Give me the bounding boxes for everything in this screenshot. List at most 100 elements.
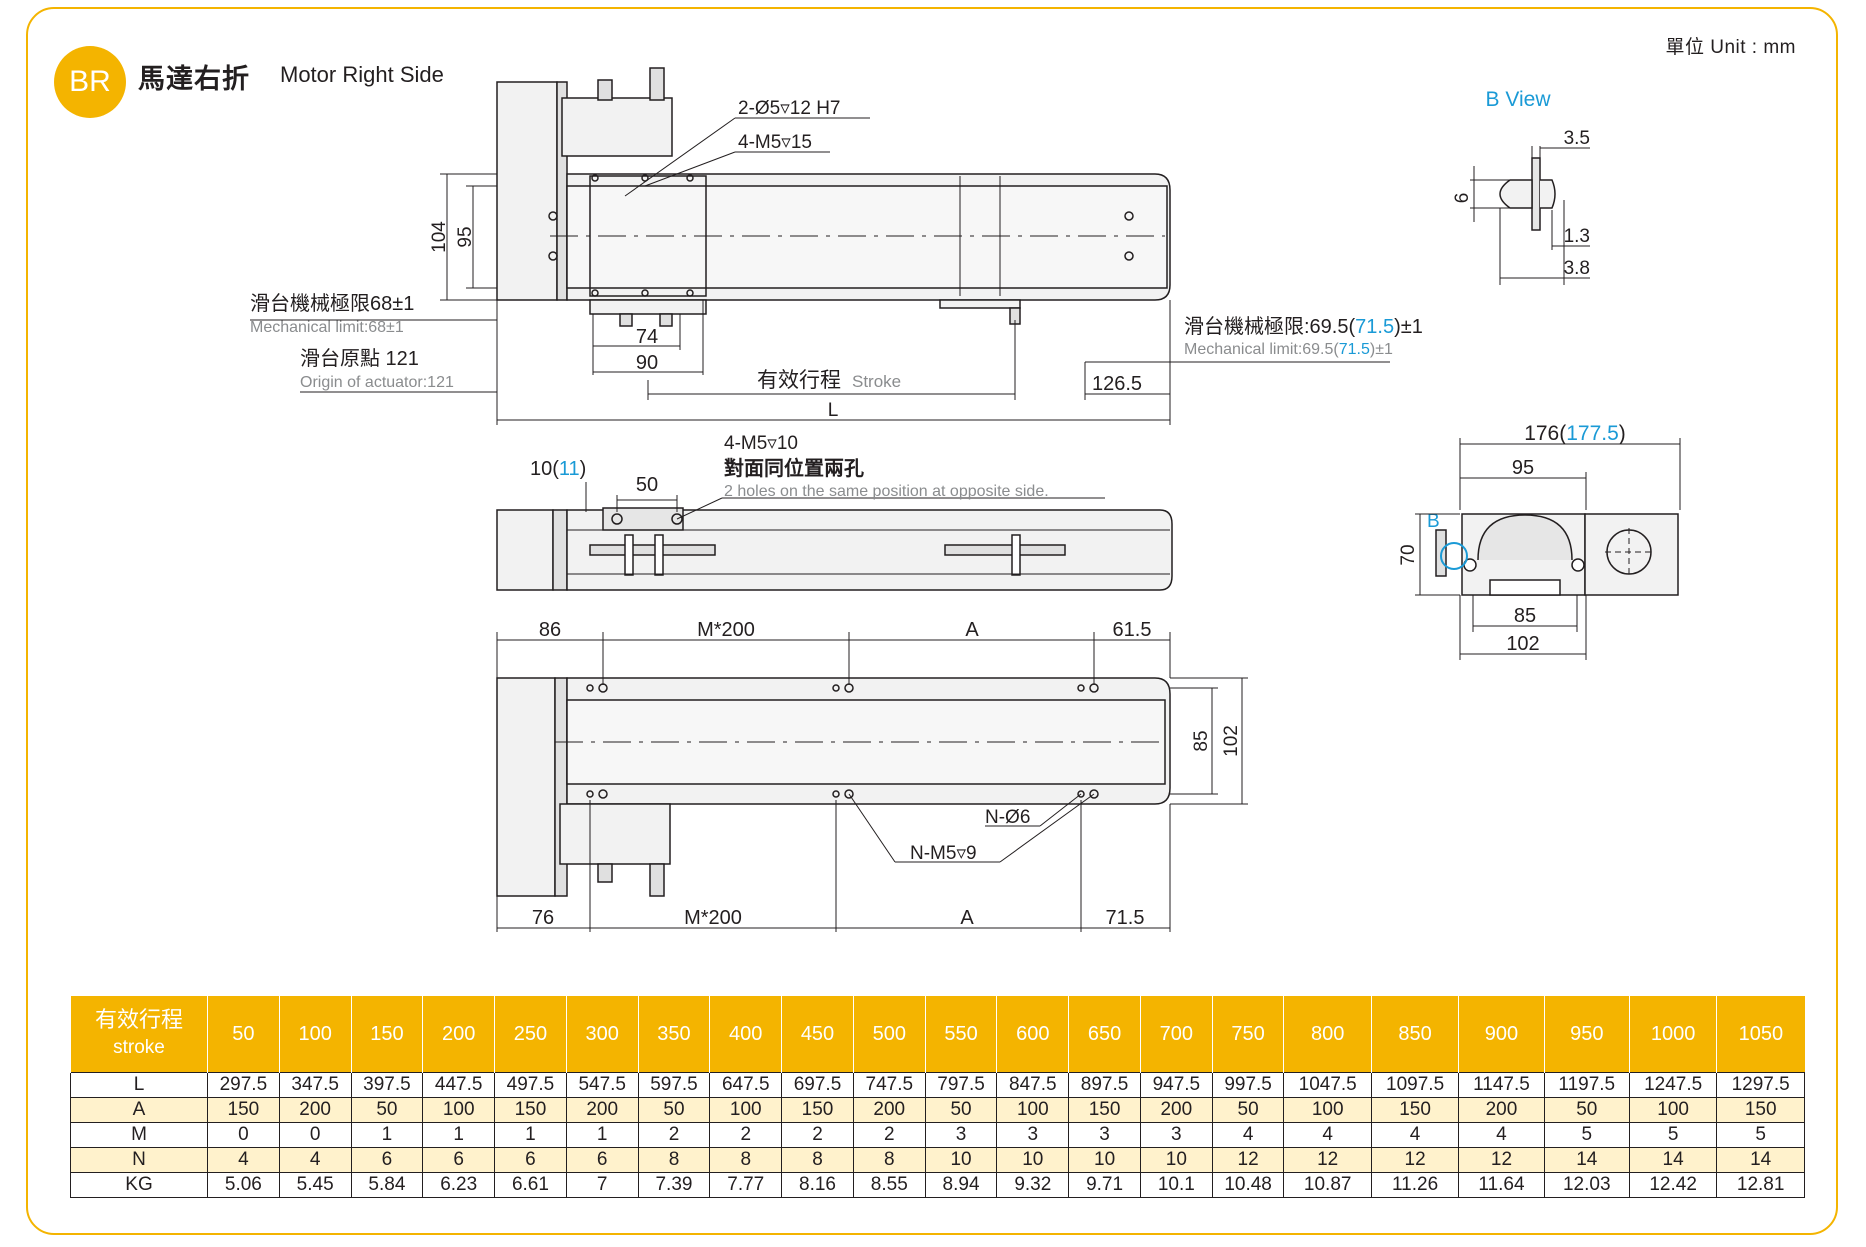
- spec-cell: 1: [494, 1122, 567, 1148]
- spec-cell: 10.87: [1283, 1172, 1372, 1198]
- spec-stroke-header: 600: [996, 996, 1069, 1073]
- spec-cell: 8.94: [924, 1172, 998, 1198]
- spec-row-label: N: [70, 1147, 208, 1173]
- b-view-pin: [1499, 179, 1533, 209]
- spec-stroke-header: 850: [1370, 996, 1459, 1073]
- spec-cell: 4: [1458, 1122, 1545, 1148]
- tap-hole: [611, 513, 623, 525]
- spec-cell: 50: [1211, 1097, 1285, 1123]
- note-n-m5: N-M5▿9: [910, 843, 977, 864]
- dim-3-5: 3.5: [1564, 128, 1590, 149]
- spec-cell: 847.5: [996, 1072, 1070, 1098]
- mount-hole: [1089, 789, 1099, 799]
- motor-connector-4: [649, 863, 665, 897]
- mount-hole: [832, 684, 840, 692]
- spec-cell: 647.5: [709, 1072, 783, 1098]
- spec-cell: 3: [924, 1122, 998, 1148]
- bolt-hole: [686, 289, 694, 297]
- side-note-m5: 4-M5▿10: [724, 433, 798, 454]
- spec-cell: 50: [1543, 1097, 1630, 1123]
- spec-stroke-header: 650: [1068, 996, 1141, 1073]
- spec-stroke-header: 200: [422, 996, 495, 1073]
- mech-limit-right-en-b: )±1: [1370, 341, 1393, 358]
- spec-cell: 2: [709, 1122, 783, 1148]
- spec-cell: 50: [924, 1097, 998, 1123]
- bolt-hole: [641, 174, 649, 182]
- motor-housing-bottom: [496, 677, 556, 897]
- spec-cell: 3: [996, 1122, 1070, 1148]
- spec-stroke-header: 750: [1211, 996, 1284, 1073]
- spec-cell: 1: [422, 1122, 496, 1148]
- spec-cell: 1: [565, 1122, 639, 1148]
- spec-cell: 1097.5: [1370, 1072, 1460, 1098]
- spec-stroke-header: 100: [278, 996, 352, 1073]
- spec-cell: 9.32: [996, 1172, 1070, 1198]
- spec-cell: 2: [852, 1122, 926, 1148]
- spec-cell: 897.5: [1068, 1072, 1141, 1098]
- spec-cell: 12: [1370, 1147, 1460, 1173]
- dim-3-8: 3.8: [1564, 258, 1590, 279]
- dim-85-bottom: 85: [1191, 730, 1212, 751]
- motor-connector-1: [597, 79, 613, 101]
- spec-stroke-header: 1000: [1628, 996, 1717, 1073]
- dim-86: 86: [539, 619, 561, 641]
- spec-cell: 12.81: [1716, 1172, 1805, 1198]
- spec-cell: 1: [350, 1122, 424, 1148]
- spec-cell: 447.5: [422, 1072, 496, 1098]
- spec-stroke-header: 150: [350, 996, 423, 1073]
- spec-cell: 200: [1458, 1097, 1545, 1123]
- model-badge: BR: [54, 46, 126, 118]
- spec-row-label: A: [70, 1097, 208, 1123]
- mount-hole: [1077, 684, 1085, 692]
- end-slot: [1489, 579, 1561, 596]
- spec-cell: 11.26: [1370, 1172, 1460, 1198]
- bolt-hole: [641, 289, 649, 297]
- spec-cell: 9.71: [1068, 1172, 1141, 1198]
- spec-cell: 4: [278, 1147, 352, 1173]
- side-note-en: 2 holes on the same position at opposite…: [724, 483, 1049, 500]
- end-hole: [1571, 558, 1585, 572]
- spec-cell: 3: [1068, 1122, 1141, 1148]
- page-frame: [26, 7, 1838, 1235]
- spec-cell: 100: [1283, 1097, 1372, 1123]
- spec-cell: 14: [1716, 1147, 1805, 1173]
- spec-cell: 797.5: [924, 1072, 998, 1098]
- mech-limit-right-cn: 滑台機械極限:69.5(71.5)±1: [1184, 315, 1423, 338]
- end-motor: [1584, 513, 1679, 596]
- dim-102-end: 102: [1506, 633, 1539, 655]
- spec-cell: 150: [1068, 1097, 1141, 1123]
- end-view: 176(177.5) 95 B 70 85 102: [1398, 422, 1681, 660]
- spec-cell: 150: [207, 1097, 280, 1123]
- spec-cell: 1247.5: [1628, 1072, 1718, 1098]
- dim-74: 74: [636, 326, 658, 348]
- spec-cell: 8: [781, 1147, 854, 1173]
- spec-stroke-header: 800: [1283, 996, 1372, 1073]
- spec-cell: 297.5: [207, 1072, 280, 1098]
- dim-10-a: 10(: [530, 458, 559, 480]
- dim-50: 50: [636, 474, 658, 496]
- spec-stroke-header: 1050: [1716, 996, 1805, 1073]
- title-cn: 馬達右折: [138, 64, 250, 94]
- spec-cell: 397.5: [350, 1072, 424, 1098]
- spec-cell: 10.1: [1139, 1172, 1213, 1198]
- spec-cell: 12.42: [1628, 1172, 1718, 1198]
- dim-a-top: A: [965, 619, 979, 641]
- bolt-hole: [1124, 251, 1134, 261]
- spec-cell: 0: [207, 1122, 280, 1148]
- motor-connector-2: [649, 67, 665, 101]
- spec-cell: 150: [1370, 1097, 1460, 1123]
- note-2-d5: 2-Ø5▿12 H7: [738, 98, 840, 119]
- unit-label: 單位 Unit : mm: [1665, 37, 1796, 58]
- mech-limit-right-blue: 71.5: [1355, 316, 1394, 338]
- spec-cell: 8: [852, 1147, 926, 1173]
- spec-stroke-header: 900: [1458, 996, 1545, 1073]
- spec-header-en: stroke: [113, 1037, 165, 1058]
- tap-hole: [671, 513, 683, 525]
- bolt-hole: [548, 211, 558, 221]
- spec-cell: 0: [278, 1122, 352, 1148]
- spec-header-cn: 有效行程: [94, 1007, 183, 1032]
- spec-cell: 497.5: [494, 1072, 567, 1098]
- spec-cell: 1047.5: [1283, 1072, 1372, 1098]
